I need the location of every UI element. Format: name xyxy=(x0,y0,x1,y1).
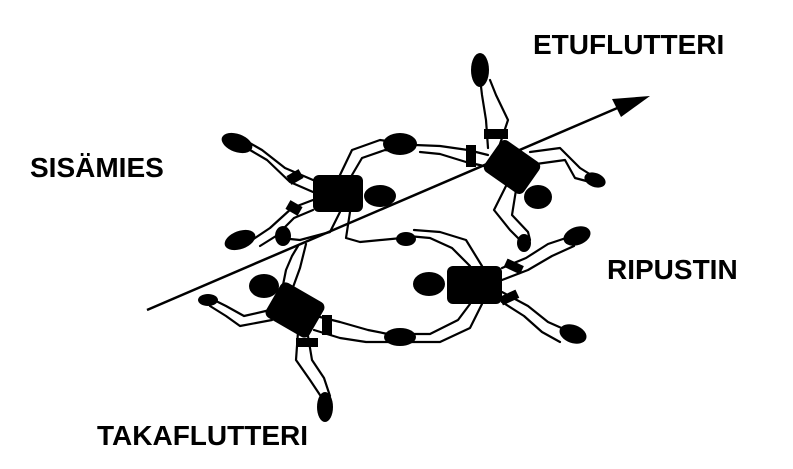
jumper-ripustin xyxy=(384,226,591,346)
label-ripustin: RIPUSTIN xyxy=(607,254,738,285)
label-sisamies: SISÄMIES xyxy=(30,152,164,183)
label-takaflutteri: TAKAFLUTTERI xyxy=(97,420,308,451)
label-etuflutteri: ETUFLUTTERI xyxy=(533,29,725,60)
jumper-etuflutteri xyxy=(383,53,606,252)
jumper-sisamies xyxy=(221,132,404,251)
jumper-takaflutteri xyxy=(198,242,392,422)
direction-arrow xyxy=(146,96,650,312)
